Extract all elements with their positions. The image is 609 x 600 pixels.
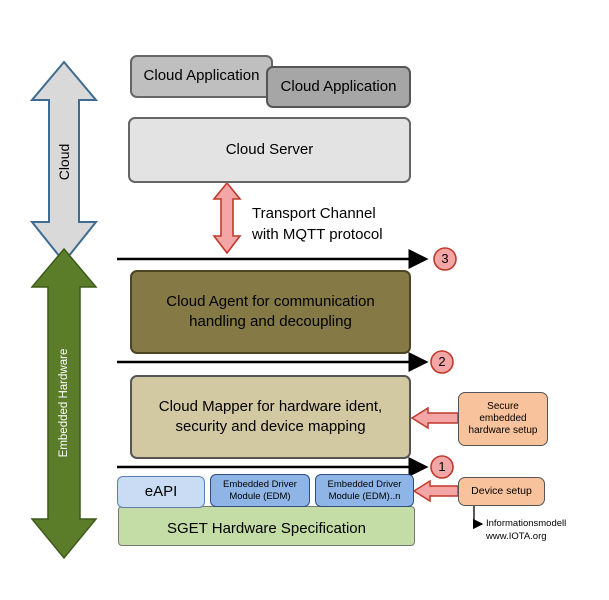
marker-circle-3	[433, 247, 457, 271]
embedded-double-arrow	[30, 247, 98, 560]
edm-label-1: Embedded Driver Module (EDM)	[223, 479, 297, 502]
edm2-line-2: Module (EDM)..n	[328, 490, 401, 502]
cloud-server-label: Cloud Server	[225, 140, 314, 158]
cloud-agent-box: Cloud Agent for communication handling a…	[130, 270, 411, 354]
transport-line-1: Transport Channel	[252, 205, 376, 222]
edm2-line-1: Embedded Driver	[327, 479, 402, 491]
cloud-agent-line-1: Cloud Agent for communication	[166, 292, 375, 310]
cloud-agent-label: Cloud Agent for communication handling a…	[166, 292, 374, 333]
cloud-mapper-line-1: Cloud Mapper for hardware ident,	[158, 397, 383, 415]
marker-circle-2	[430, 350, 454, 374]
cloud-application-label-1: Cloud Application	[143, 67, 260, 85]
cloud-server-box: Cloud Server	[128, 117, 411, 183]
edm1-line-1: Embedded Driver	[223, 479, 297, 491]
transport-line-2: with MQTT protocol	[252, 226, 383, 243]
device-setup-label: Device setup	[471, 485, 532, 498]
cloud-application-box-1: Cloud Application	[130, 55, 273, 98]
transport-double-arrow	[212, 181, 242, 255]
marker-number-2: 2	[438, 354, 446, 369]
secure-line-2: embedded	[479, 413, 527, 424]
cloud-mapper-box: Cloud Mapper for hardware ident, securit…	[130, 375, 411, 459]
info-line-1: Informationsmodell	[486, 518, 567, 529]
cloud-mapper-line-2: security and device mapping	[175, 418, 366, 435]
cloud-mapper-label: Cloud Mapper for hardware ident, securit…	[159, 397, 382, 438]
cloud-label: Cloud	[56, 143, 72, 181]
edm-box-2: Embedded Driver Module (EDM)..n	[315, 474, 414, 507]
edm1-line-2: Module (EDM)	[229, 490, 291, 502]
secure-setup-box: Secure embedded hardware setup	[458, 392, 548, 446]
embedded-label: Embedded Hardware	[58, 348, 70, 458]
transport-channel-text: Transport Channel with MQTT protocol	[252, 203, 383, 245]
secure-line-3: hardware setup	[468, 425, 538, 436]
secure-setup-arrow	[410, 406, 459, 430]
sget-label: SGET Hardware Specification	[167, 519, 366, 537]
edm-box-1: Embedded Driver Module (EDM)	[210, 474, 310, 507]
marker-number-1: 1	[438, 459, 446, 474]
info-model-text: Informationsmodell www.IOTA.org	[486, 518, 566, 544]
device-setup-arrow	[412, 479, 459, 503]
secure-line-1: Secure	[487, 401, 519, 412]
marker-circle-1	[430, 455, 454, 479]
info-connector	[472, 506, 484, 530]
marker-number-3: 3	[441, 251, 449, 266]
sget-box: SGET Hardware Specification	[118, 506, 415, 546]
cloud-application-label-2: Cloud Application	[280, 77, 397, 95]
cloud-application-box-2: Cloud Application	[266, 66, 411, 108]
eapi-box: eAPI	[117, 476, 205, 508]
cloud-agent-line-2: handling and decoupling	[189, 313, 352, 330]
secure-setup-label: Secure embedded hardware setup	[469, 401, 538, 437]
eapi-label: eAPI	[144, 482, 178, 500]
info-line-2: www.IOTA.org	[486, 530, 547, 542]
device-setup-box: Device setup	[458, 477, 545, 506]
edm-label-2: Embedded Driver Module (EDM)..n	[328, 479, 402, 502]
